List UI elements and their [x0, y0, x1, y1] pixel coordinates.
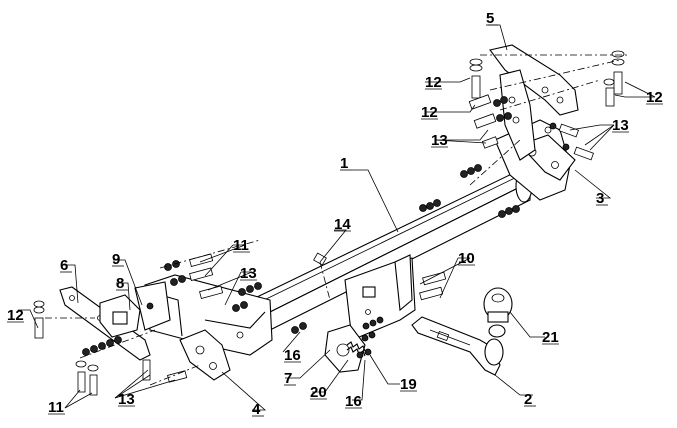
bolts-group-right-side	[468, 94, 594, 161]
callout-13-left-top: 13	[240, 265, 257, 282]
callout-11-bottom: 11	[48, 399, 64, 416]
callout-13-right: 13	[612, 117, 629, 134]
callout-4: 4	[252, 401, 261, 418]
callout-9: 9	[112, 251, 120, 268]
callout-12-right-middle: 12	[421, 104, 438, 121]
left-lower-plate	[179, 329, 231, 381]
callout-20: 20	[310, 384, 327, 401]
spring	[346, 341, 366, 357]
hitch-receiver-plates	[344, 254, 416, 341]
callout-6: 6	[60, 257, 68, 274]
nuts-row-center-top	[419, 164, 520, 218]
callout-19: 19	[400, 376, 417, 393]
callout-12-far-right: 12	[646, 89, 663, 106]
callout-12-left: 12	[7, 307, 24, 324]
callout-underlines	[7, 24, 663, 417]
leader-lines	[18, 24, 656, 411]
callout-2: 2	[524, 391, 532, 408]
callout-10: 10	[458, 250, 475, 267]
callout-14: 14	[334, 216, 351, 233]
bolts-group-right-top	[469, 50, 625, 107]
bolts-group-center	[291, 252, 447, 359]
callout-16-right: 16	[345, 393, 362, 410]
tow-ball	[483, 287, 513, 323]
callout-labels: 1 2 3 4 5 6 7 8 9 10 11 11 12 12 12 12 1…	[7, 10, 663, 418]
callout-5: 5	[486, 10, 494, 27]
callout-8: 8	[116, 275, 124, 292]
assembly-guide-lines	[45, 54, 630, 386]
callout-21: 21	[542, 329, 559, 346]
callout-13-right-upper: 13	[431, 132, 448, 149]
callout-16-left: 16	[284, 347, 301, 364]
callout-12-right-upper: 12	[425, 74, 442, 91]
bolts-group-left-bottom	[33, 300, 188, 396]
callout-7: 7	[284, 370, 292, 387]
callout-11-top: 11	[233, 237, 249, 254]
callout-3: 3	[596, 190, 604, 207]
callout-13-left-bottom: 13	[118, 391, 135, 408]
callout-1: 1	[340, 155, 348, 172]
towball-neck	[411, 316, 506, 376]
